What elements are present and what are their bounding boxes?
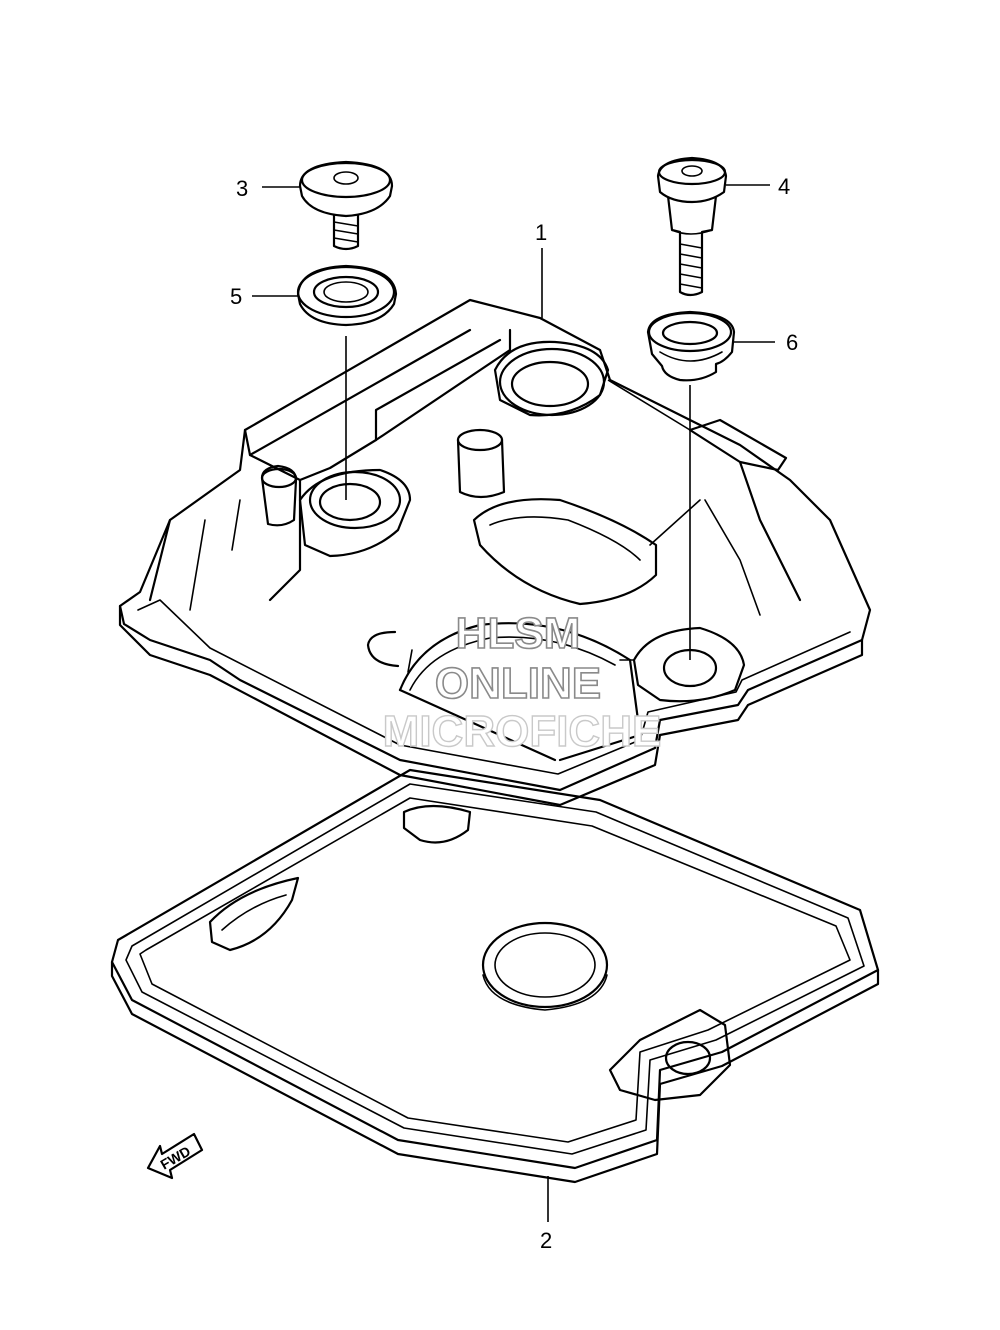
forward-arrow-icon: FWD (146, 1132, 204, 1180)
callout-1: 1 (535, 220, 547, 245)
washer-part-5[interactable] (296, 264, 398, 327)
callout-5: 5 (230, 284, 242, 309)
bolt-part-3[interactable] (298, 160, 394, 251)
gasket-part-2[interactable] (110, 768, 880, 1184)
head-cover-part-1[interactable] (118, 298, 872, 807)
grommet-part-6[interactable] (646, 310, 736, 382)
callout-3: 3 (236, 176, 248, 201)
callout-2: 2 (540, 1228, 552, 1253)
watermark-line-3: MICROFICHE (383, 707, 662, 756)
watermark-line-2: ONLINE (435, 659, 601, 708)
leader-lines (252, 184, 775, 1222)
bolt-part-4[interactable] (656, 156, 728, 297)
callout-4: 4 (778, 174, 790, 199)
watermark-line-1: HLSM (456, 609, 581, 658)
callout-6: 6 (786, 330, 798, 355)
